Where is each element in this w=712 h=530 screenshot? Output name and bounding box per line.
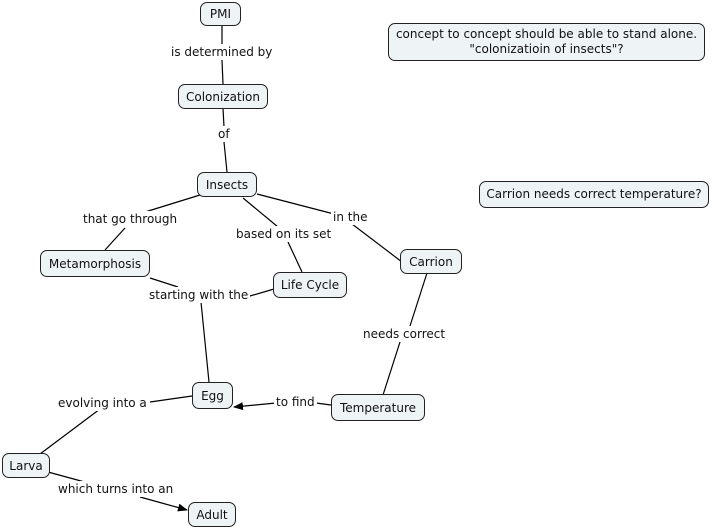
line-lifecycle-starting — [249, 288, 275, 297]
line-carrion-needs — [409, 272, 428, 327]
line-metamorphosis-starting — [149, 277, 179, 288]
line-egg-evolving — [149, 395, 193, 403]
link-based-on-its-set[interactable]: based on its set — [234, 226, 334, 242]
concept-life-cycle[interactable]: Life Cycle — [273, 272, 347, 298]
concept-colonization[interactable]: Colonization — [178, 84, 268, 109]
line-insects-basedon — [242, 197, 279, 228]
concept-insects[interactable]: Insects — [197, 172, 257, 197]
line-evolving-larva — [39, 408, 101, 455]
line-phrase-colonization — [221, 59, 224, 85]
link-in-the[interactable]: in the — [331, 209, 370, 225]
line-starting-egg — [200, 301, 210, 383]
concept-carrion[interactable]: Carrion — [400, 249, 462, 274]
line-basedon-lifecycle — [287, 241, 303, 273]
note-stand-alone-line1: concept to concept should be able to sta… — [395, 27, 698, 41]
line-insects-thatgo — [144, 194, 201, 213]
link-needs-correct[interactable]: needs correct — [361, 326, 448, 342]
concept-pmi[interactable]: PMI — [200, 2, 241, 26]
link-is-determined-by[interactable]: is determined by — [169, 44, 275, 60]
line-which-adult — [139, 496, 188, 512]
note-carrion-temperature-text: Carrion needs correct temperature? — [486, 187, 702, 201]
line-of-insects — [223, 141, 228, 173]
concept-adult[interactable]: Adult — [188, 502, 236, 527]
line-insects-inthe — [256, 193, 335, 215]
line-colonization-of — [222, 107, 225, 128]
concept-larva[interactable]: Larva — [2, 453, 50, 478]
link-evolving-into-a[interactable]: evolving into a — [56, 395, 149, 411]
concept-metamorphosis[interactable]: Metamorphosis — [40, 250, 150, 277]
link-that-go-through[interactable]: that go through — [81, 211, 180, 227]
note-carrion-temperature[interactable]: Carrion needs correct temperature? — [479, 181, 709, 208]
line-thatgo-metamorphosis — [104, 227, 126, 251]
concept-egg[interactable]: Egg — [192, 382, 233, 409]
line-temperature-tofind — [315, 402, 332, 406]
line-tofind-egg — [233, 402, 277, 411]
link-which-turns-into-an[interactable]: which turns into an — [56, 481, 176, 497]
line-needs-temperature — [382, 341, 401, 396]
concept-temperature[interactable]: Temperature — [331, 394, 425, 421]
link-starting-with-the[interactable]: starting with the — [147, 287, 251, 303]
line-inthe-carrion — [351, 223, 403, 263]
link-of[interactable]: of — [216, 126, 232, 142]
link-to-find[interactable]: to find — [274, 394, 317, 410]
note-stand-alone-line2: "colonizatioin of insects"? — [469, 42, 624, 56]
note-stand-alone[interactable]: concept to concept should be able to sta… — [388, 23, 705, 61]
